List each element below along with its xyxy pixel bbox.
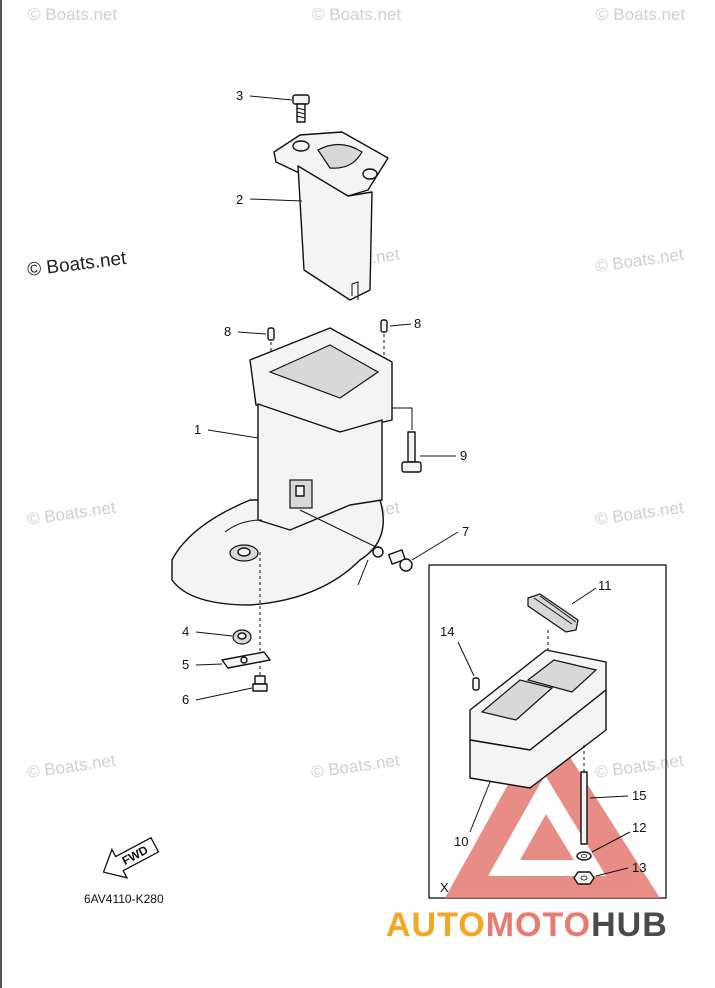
part-9-bolt [401,431,422,473]
part-6-nut [252,675,268,692]
leader-1 [207,429,259,439]
watermark: © Boats.net [26,498,117,529]
callout-12: 12 [632,820,646,835]
part-13-nut [573,871,595,885]
callout-5: 5 [182,657,189,672]
leader-8-left [237,331,267,335]
part-8-dowel-right [380,319,388,333]
leader-3 [249,95,293,101]
watermark: © Boats.net [310,751,401,782]
part-1-lower-casing [171,327,393,606]
watermark: © Boats.net [28,5,117,24]
part-7-screw [388,549,413,572]
part-4-grommet [232,629,252,645]
leader-15 [589,795,629,799]
brand-part-hub: HUB [591,906,668,944]
ground-wire [299,509,379,586]
callout-4: 4 [182,624,189,639]
callout-2: 2 [236,192,243,207]
part-3-bolt [292,94,310,123]
copyright-label: © Boats.net [26,248,128,281]
svg-text:AUTOMOTOHUB: AUTOMOTOHUB [386,906,668,944]
leader-12 [591,831,631,853]
diagram-code: 6AV4110-K280 [84,892,164,906]
callout-10: 10 [454,834,468,849]
brand-part-auto: AUTO [386,906,486,944]
leader-5 [195,663,223,666]
leader-10 [469,781,491,833]
leader-13 [595,867,629,877]
ground-terminal [372,546,384,558]
part-8-dowel-left [267,327,275,341]
part-15-stud [580,771,588,845]
watermark: © Boats.net [312,5,401,24]
watermark: © Boats.net [596,5,685,24]
leader-8-right [389,323,412,327]
callout-3: 3 [236,88,243,103]
callout-8-right: 8 [414,316,421,331]
part-11-seal [527,593,579,633]
callout-1: 1 [194,422,201,437]
callout-15: 15 [632,788,646,803]
leader-7 [411,531,459,561]
callout-7: 7 [462,524,469,539]
leader-2 [249,198,303,202]
leader-6 [195,687,253,701]
callout-8-left: 8 [224,324,231,339]
callout-9: 9 [460,448,467,463]
part-14-dowel [472,677,480,691]
leader-11 [571,587,597,605]
watermark: © Boats.net [594,245,685,276]
leader-9-bracket [391,400,413,430]
watermark: © Boats.net [26,751,117,782]
watermark: © Boats.net [594,498,685,529]
fwd-arrow-icon: FWD [102,836,160,879]
part-10-spacer [469,649,607,789]
automotohub-logo [445,718,660,898]
callout-13: 13 [632,860,646,875]
brand-part-moto: MOTO [486,906,591,944]
part-2-upper-casing [273,131,389,301]
callout-14: 14 [440,624,454,639]
part-12-washer [576,851,592,861]
part-5-plate [221,651,271,669]
inset-marker: X [440,880,449,895]
watermark: © Boats.net [594,751,685,782]
automotohub-wordmark: AUTOMOTOHUB [386,906,668,944]
callout-6: 6 [182,692,189,707]
leader-14 [457,641,475,677]
callout-11: 11 [598,578,612,593]
leader-4 [195,631,233,637]
